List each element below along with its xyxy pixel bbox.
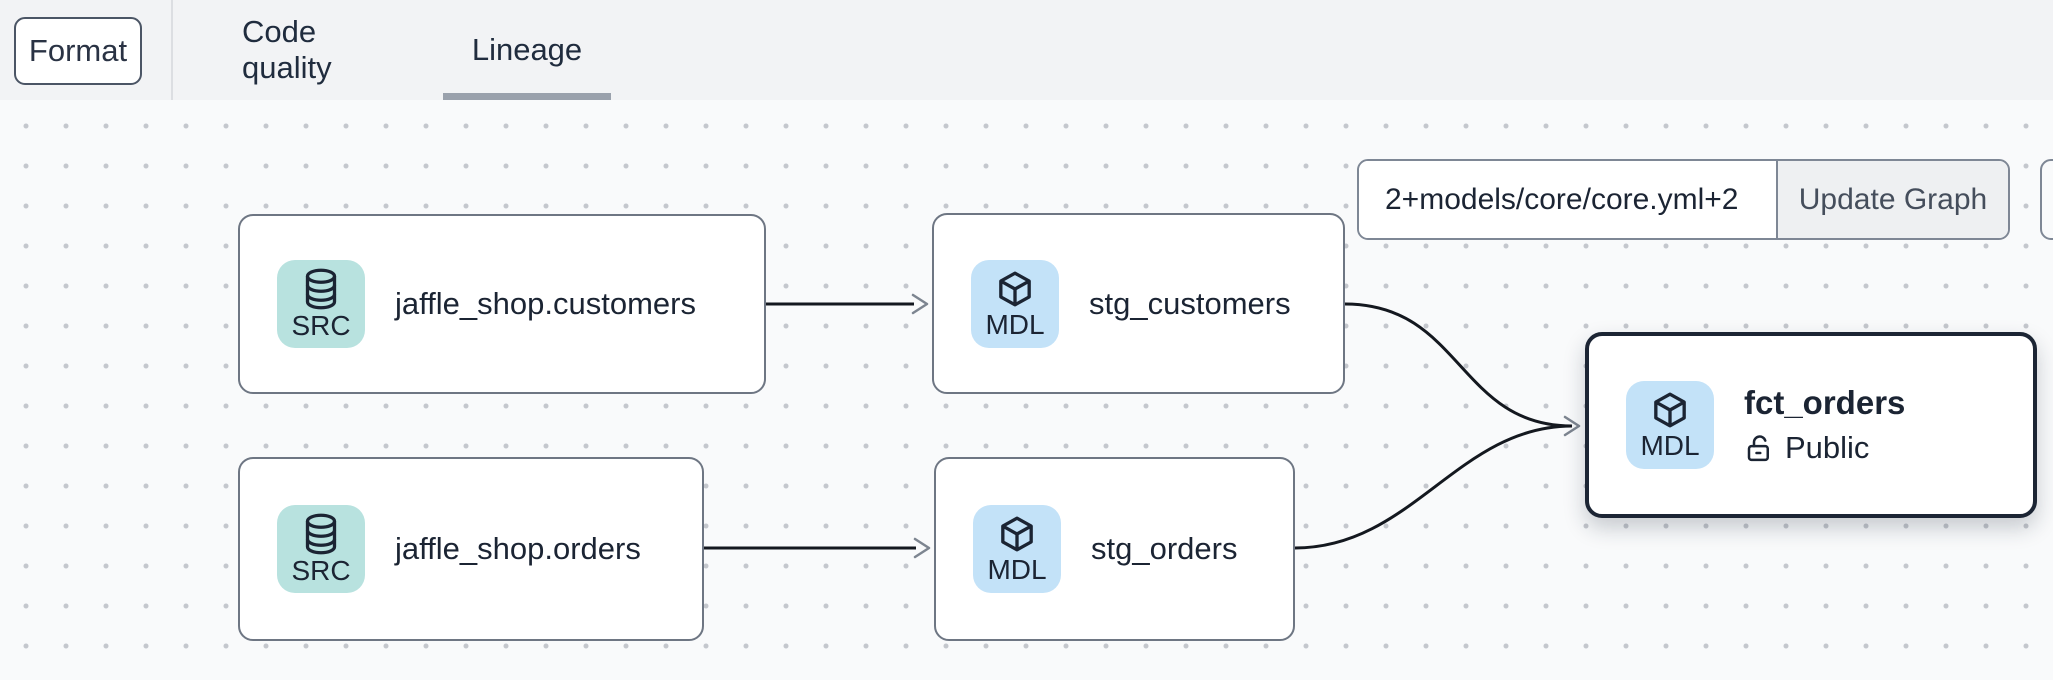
editor-toolbar: Format Code quality Lineage: [0, 0, 2053, 100]
badge-label: MDL: [1640, 430, 1700, 461]
model-type-badge: MDL: [973, 505, 1061, 593]
node-selector-input[interactable]: [1359, 161, 1776, 238]
node-label: fct_orders: [1744, 384, 1906, 421]
lineage-node-stg-orders[interactable]: MDL stg_orders: [934, 457, 1295, 641]
edge-stg-orders-to-fct-orders: [1294, 424, 1573, 550]
model-cube-icon: [1654, 392, 1686, 428]
source-type-badge: SRC: [277, 260, 365, 348]
badge-label: SRC: [291, 310, 351, 341]
active-tab-indicator: [443, 93, 611, 100]
model-type-badge: MDL: [1626, 381, 1714, 469]
node-label: stg_orders: [1091, 531, 1238, 566]
badge-label: MDL: [985, 308, 1045, 340]
arrowhead-icon: [913, 537, 931, 559]
lineage-edges: [702, 293, 1581, 559]
database-icon: [305, 268, 337, 310]
tab-lineage[interactable]: Lineage: [471, 32, 583, 67]
source-type-badge: SRC: [277, 505, 365, 593]
lineage-canvas[interactable]: SRC jaffle_shop.customers MDL stg_custom…: [0, 100, 2053, 680]
model-cube-icon: [1001, 516, 1033, 552]
badge-label: MDL: [987, 554, 1047, 585]
tab-code-quality[interactable]: Code quality: [242, 14, 332, 85]
arrowhead-icon: [1563, 415, 1581, 437]
access-row: Public: [1744, 430, 1905, 466]
lineage-node-jaffle-shop-orders[interactable]: SRC jaffle_shop.orders: [238, 457, 704, 641]
arrowhead-icon: [911, 293, 929, 315]
node-label: jaffle_shop.customers: [395, 286, 696, 321]
toolbar-divider: [171, 0, 173, 100]
node-label: stg_customers: [1089, 285, 1291, 321]
clipped-control[interactable]: [2040, 159, 2053, 240]
lineage-node-jaffle-shop-customers[interactable]: SRC jaffle_shop.customers: [238, 214, 766, 394]
database-icon: [305, 513, 337, 555]
access-label: Public: [1785, 430, 1870, 465]
model-cube-icon: [999, 271, 1031, 306]
edge-stg-customers-to-fct-orders: [1344, 302, 1573, 428]
graph-controls: Update Graph: [1357, 159, 2010, 240]
update-graph-button[interactable]: Update Graph: [1776, 161, 2008, 238]
lineage-node-stg-customers[interactable]: MDL stg_customers: [932, 213, 1345, 394]
lock-open-icon: [1747, 435, 1769, 462]
format-button[interactable]: Format: [14, 17, 142, 85]
node-label: jaffle_shop.orders: [395, 531, 641, 566]
model-type-badge: MDL: [971, 259, 1059, 348]
lineage-node-fct-orders[interactable]: MDL fct_orders Public: [1585, 332, 2037, 518]
badge-label: SRC: [291, 555, 351, 586]
